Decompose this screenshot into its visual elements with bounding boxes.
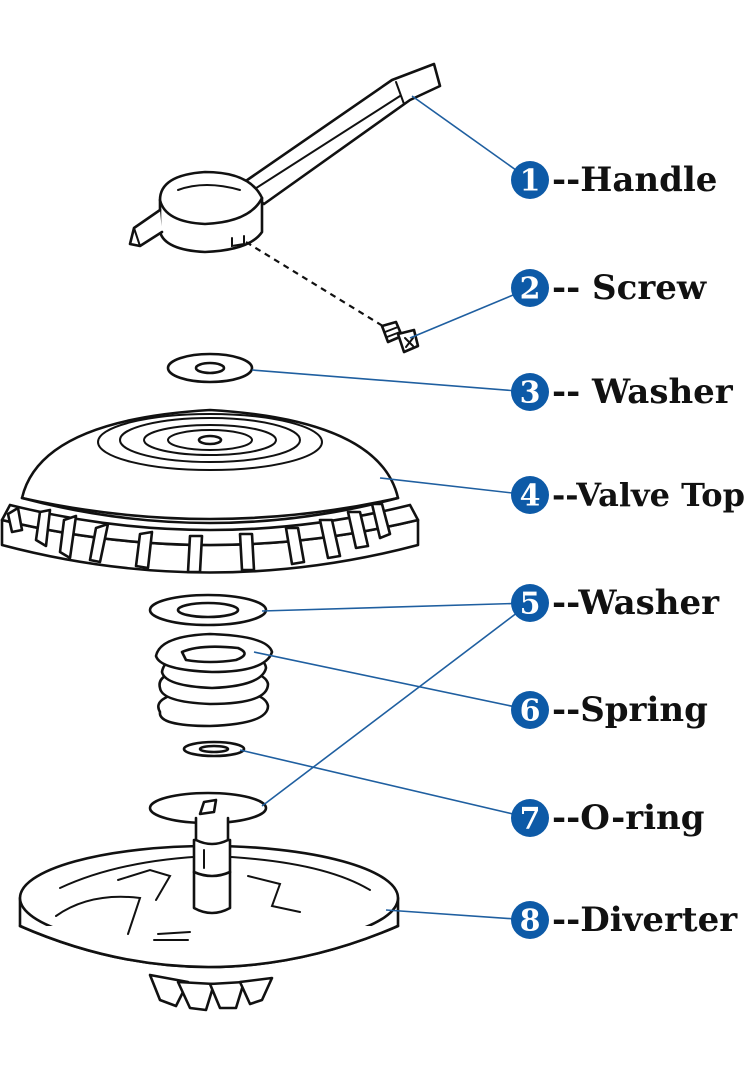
washer-top-part xyxy=(166,352,254,384)
leader-line-2 xyxy=(409,287,531,339)
callout-badge xyxy=(511,584,549,622)
callout-4: 4 --Valve Top xyxy=(511,476,745,514)
leader-line-5a xyxy=(261,602,531,612)
callout-label: --Valve Top xyxy=(552,476,745,514)
callout-number: 5 xyxy=(520,587,541,622)
callout-2: 2 -- Screw xyxy=(511,268,707,308)
callout-badge xyxy=(511,269,549,307)
washer-middle-part xyxy=(148,593,268,627)
leader-line-7 xyxy=(239,749,531,819)
callout-badge xyxy=(511,901,549,939)
callout-label: -- Screw xyxy=(552,268,707,308)
valve-top-part xyxy=(0,408,420,574)
callout-number: 3 xyxy=(520,376,541,411)
handle-part xyxy=(128,62,442,254)
leader-line-5b xyxy=(261,602,531,807)
spring-part xyxy=(154,632,274,728)
leader-line-6 xyxy=(253,651,531,711)
callout-5: 5 --Washer xyxy=(511,583,720,623)
callout-8: 8 --Diverter xyxy=(511,900,738,940)
callout-number: 2 xyxy=(520,272,541,307)
callout-number: 1 xyxy=(520,164,541,199)
callout-number: 7 xyxy=(520,802,541,837)
callout-badge xyxy=(511,691,549,729)
diverter-part xyxy=(18,791,400,1012)
leader-line-4 xyxy=(379,477,531,496)
callout-badge xyxy=(511,161,549,199)
screw-axis-dashed-line xyxy=(245,241,387,329)
callout-label: --Spring xyxy=(552,690,708,730)
callout-label: --Diverter xyxy=(552,900,738,940)
callout-number: 4 xyxy=(520,479,541,514)
callout-badge xyxy=(511,373,549,411)
screw-part xyxy=(380,320,420,354)
callout-badge xyxy=(511,476,549,514)
leader-line-3 xyxy=(251,369,531,393)
callout-label: --Handle xyxy=(552,160,717,200)
callout-3: 3 -- Washer xyxy=(511,372,734,412)
callout-badge xyxy=(511,799,549,837)
leader-line-1 xyxy=(411,95,531,181)
callout-label: -- Washer xyxy=(552,372,734,412)
leader-lines xyxy=(239,95,531,921)
callout-number: 6 xyxy=(520,694,541,729)
callout-1: 1 --Handle xyxy=(511,160,717,200)
callout-labels: 1 --Handle 2 -- Screw 3 -- Washer 4 --Valve Top… xyxy=(511,160,745,940)
callout-label: --O-ring xyxy=(552,798,705,838)
o-ring-part xyxy=(182,740,246,758)
callout-6: 6 --Spring xyxy=(511,690,708,730)
callout-label: --Washer xyxy=(552,583,720,623)
callout-number: 8 xyxy=(520,904,541,939)
callout-7: 7 --O-ring xyxy=(511,798,705,838)
leader-line-8 xyxy=(385,909,531,921)
